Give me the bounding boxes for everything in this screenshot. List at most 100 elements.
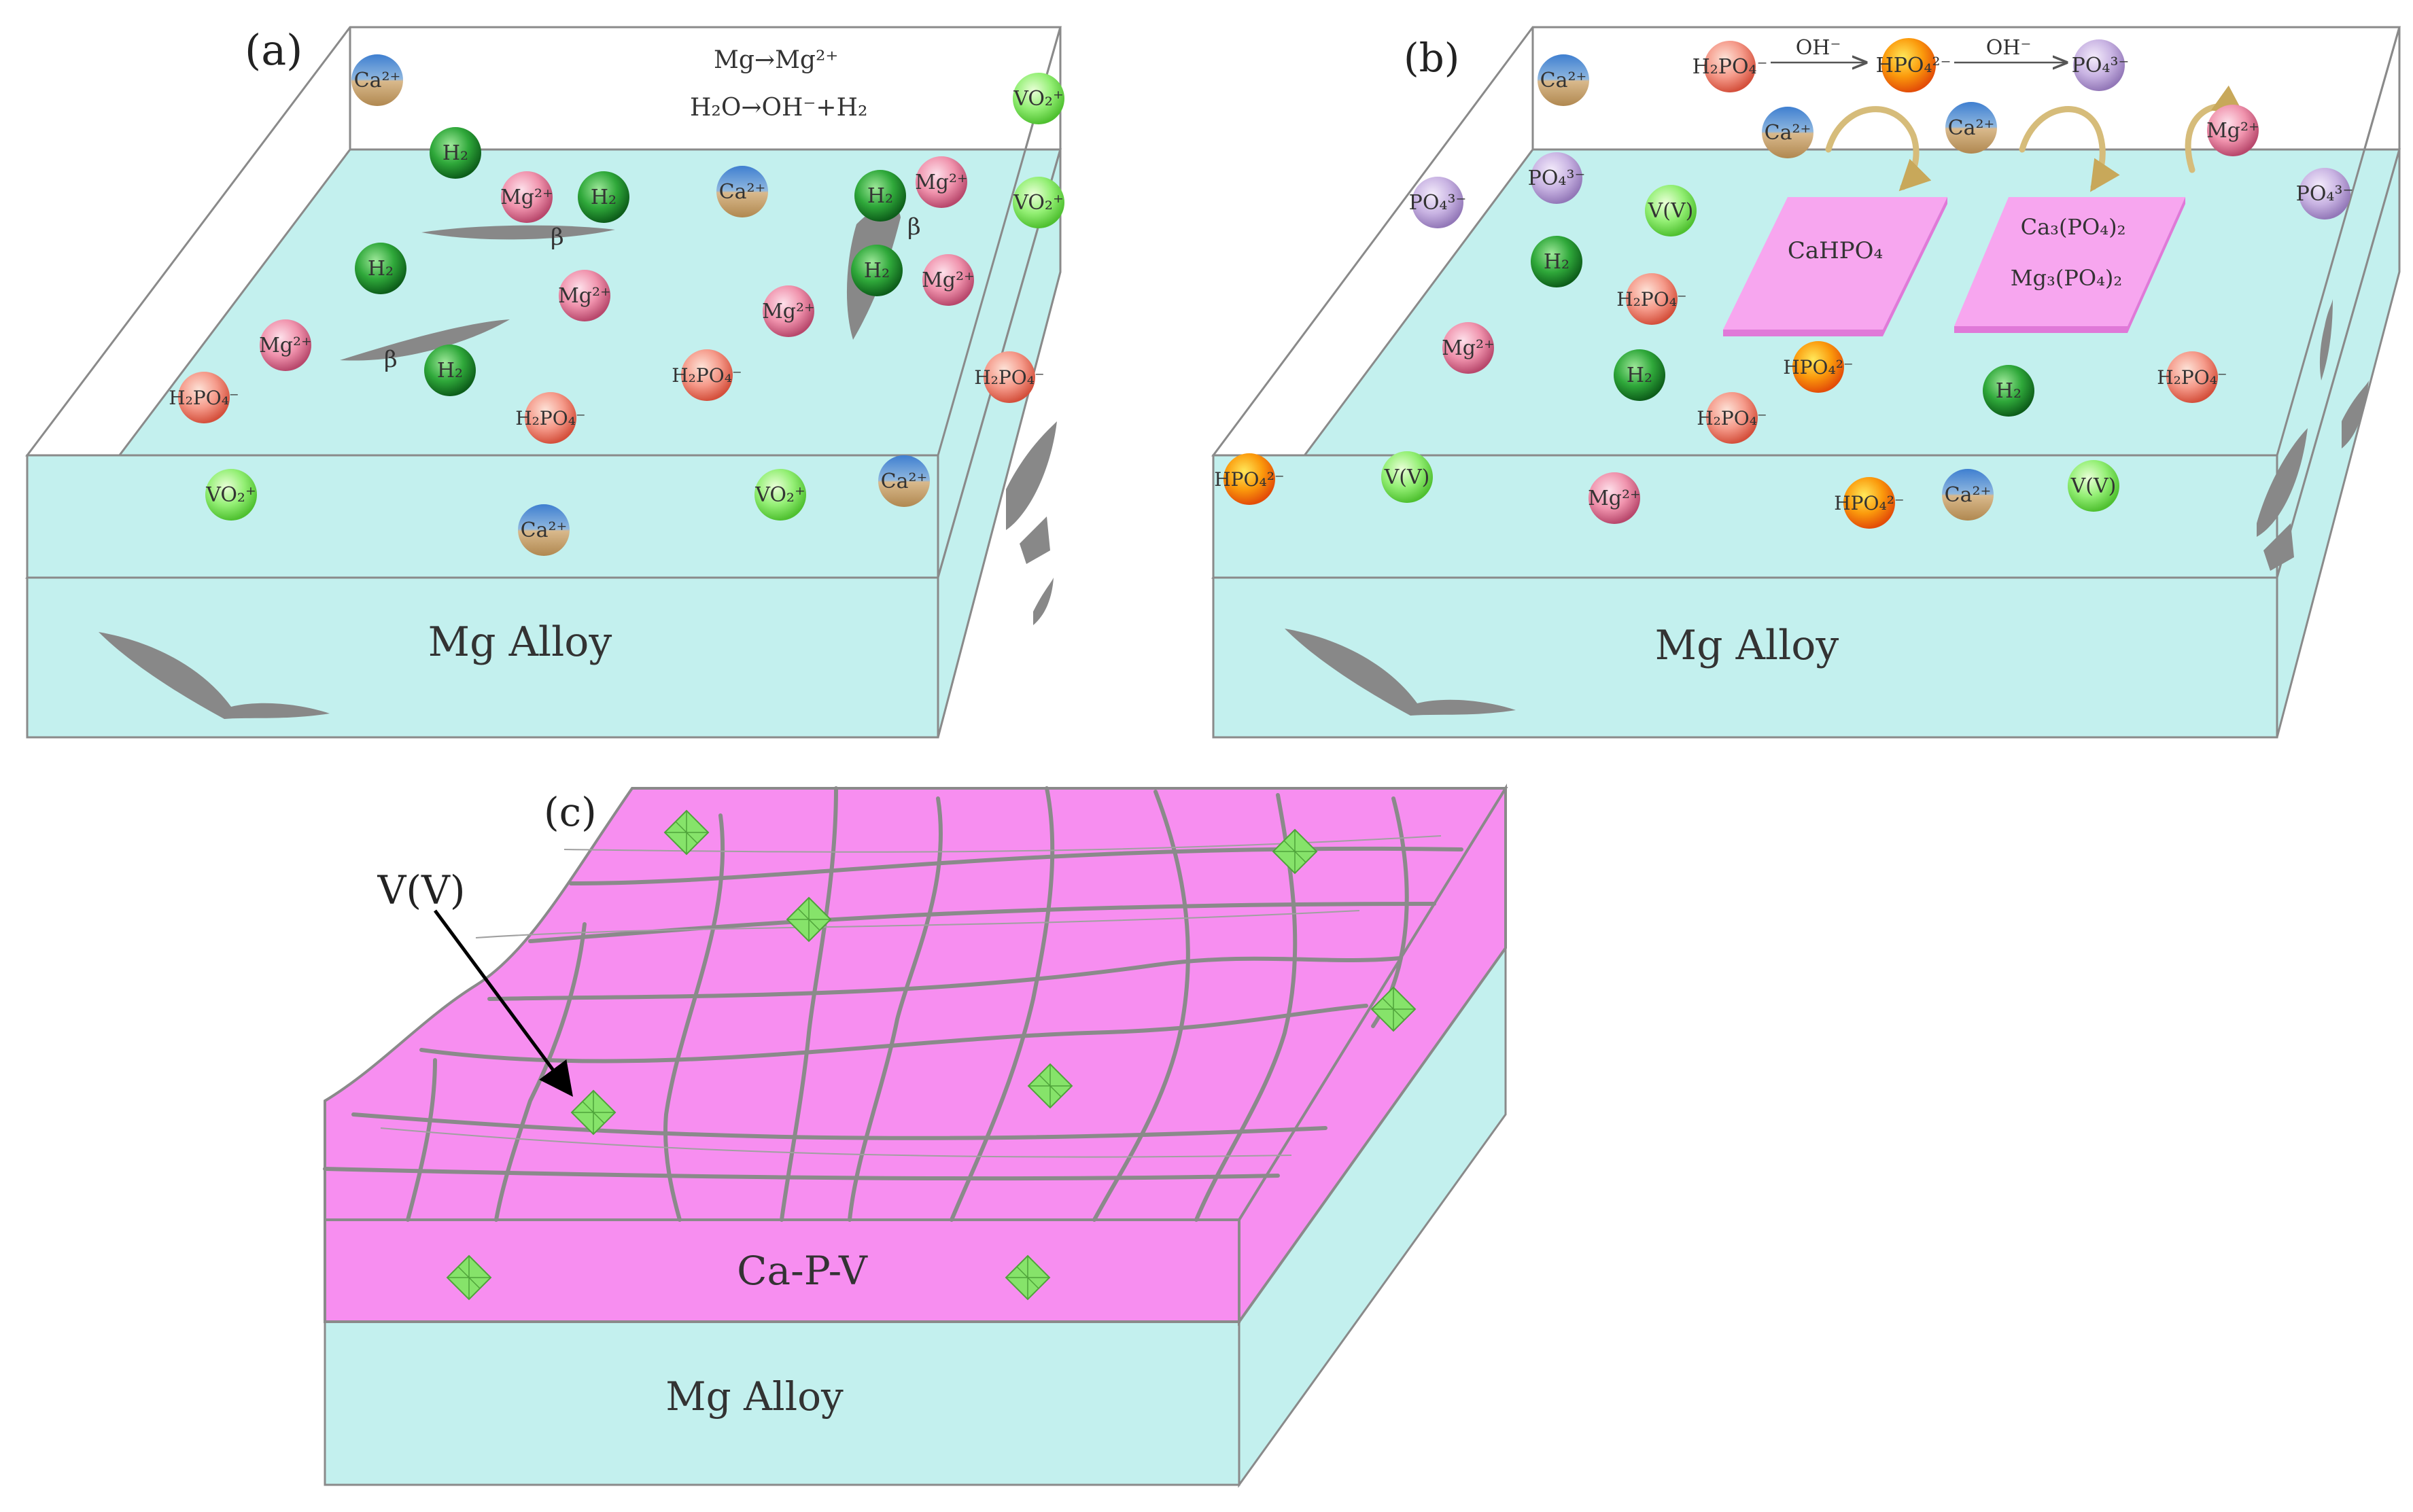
magnesium-ion-ball [922,254,974,306]
beta-label-a3: β [907,213,921,241]
hydrogen-sphere: H₂ [851,245,903,296]
vanadium-ion-sphere: V(V) [1381,451,1433,503]
plate-label-ca3po4: Ca₃(PO₄)₂ [2021,214,2126,240]
vanadium-ion-ball [1645,185,1697,236]
dihydrogen-phosphate-ion-label: H₂PO₄⁻ [2157,366,2227,389]
phosphate-ion-ball [1412,177,1463,228]
vanadium-crystal-icon [570,1089,617,1136]
dihydrogen-phosphate-ion-sphere: H₂PO₄⁻ [974,351,1045,403]
hydrogen-phosphate-ion-sphere: HPO₄²⁻ [1214,453,1285,505]
reaction-equation-a1: Mg→Mg²⁺ [714,46,838,74]
dihydrogen-phosphate-ion-ball [681,349,733,401]
solution-front-a [26,454,939,579]
vanadium-ion-sphere: V(V) [1645,185,1697,236]
magnesium-ion-label: Mg²⁺ [922,268,975,292]
calcium-ion-sphere: Ca²⁺ [1945,102,1997,154]
dihydrogen-phosphate-ion-label: H₂PO₄⁻ [1616,288,1686,311]
hydrogen-ball [1614,349,1665,401]
panel-a-label: (a) [245,25,302,75]
calcium-ion-label: Ca²⁺ [1540,69,1587,92]
magnesium-ion-ball [916,156,967,208]
vanadium-crystal-icon [446,1254,492,1301]
calcium-ion-sphere: Ca²⁺ [716,166,768,217]
alloy-label-c: Mg Alloy [665,1373,844,1420]
dihydrogen-phosphate-ion-label: H₂PO₄⁻ [1697,407,1767,429]
hydrogen-label: H₂ [1996,379,2021,403]
hydrogen-label: H₂ [867,184,893,208]
vanadium-ion-label: VO₂⁺ [1013,87,1064,111]
calcium-ion-label: Ca²⁺ [881,470,928,493]
magnesium-ion-label: Mg²⁺ [2206,119,2259,143]
hydrogen-ball [424,345,476,396]
dihydrogen-phosphate-ion-sphere: H₂PO₄⁻ [2157,351,2227,403]
magnesium-ion-sphere: Mg²⁺ [762,285,815,337]
hydrogen-sphere: H₂ [424,345,476,396]
hydrogen-phosphate-ion-ball [1843,477,1895,529]
reaction-equation-a2: H₂O→OH⁻+H₂ [690,94,867,122]
hydrogen-sphere: H₂ [1614,349,1665,401]
calcium-ion-sphere: Ca²⁺ [1538,54,1589,106]
dihydrogen-phosphate-ion-sphere: H₂PO₄⁻ [672,349,742,401]
layer-label-c: Ca-P-V [737,1248,868,1294]
ca3po4-mg3po4-plate: Ca₃(PO₄)₂ Mg₃(PO₄)₂ [1954,197,2185,333]
hydrogen-ball [854,170,906,222]
dihydrogen-phosphate-ion-sphere: H₂PO₄⁻ [169,372,239,423]
pointer-label-c: V(V) [377,867,465,913]
magnesium-ion-label: Mg²⁺ [259,334,312,357]
magnesium-ion-label: Mg²⁺ [1442,336,1495,360]
calcium-ion-ball [518,504,570,556]
dihydrogen-phosphate-ion-sphere: H₂PO₄⁻ [1697,392,1767,444]
beta-label-a2: β [384,346,398,373]
vanadium-crystals-c [446,809,1417,1301]
magnesium-ion-sphere: Mg²⁺ [259,319,312,371]
dihydrogen-phosphate-ion-sphere: H₂PO₄⁻ [1616,273,1687,325]
magnesium-ion-ball [1589,472,1640,524]
beta-phase-precipitates-a [99,205,1057,719]
magnesium-ion-sphere: Mg²⁺ [500,171,553,223]
dihydrogen-phosphate-ion-label: H₂PO₄⁻ [672,364,742,387]
alloy-front-b [1212,576,2278,739]
magnesium-ion-ball [559,270,610,321]
vanadium-ion-sphere: VO₂⁺ [205,469,257,521]
calcium-ion-sphere: Ca²⁺ [1942,469,1994,521]
pointer-arrow-c [433,909,573,1097]
hydrogen-label: H₂ [591,186,617,209]
calcium-ion-sphere: Ca²⁺ [518,504,570,556]
vanadium-ion-ball [1381,451,1433,503]
dihydrogen-phosphate-ion-sphere: H₂PO₄⁻ [515,392,586,444]
hydrogen-label: H₂ [442,141,468,165]
phosphate-reaction-chain: H₂PO₄⁻ OH⁻ HPO₄²⁻ OH⁻ PO₄³⁻ [1692,36,2129,92]
vanadium-crystal-icon [1005,1254,1051,1301]
vanadium-ion-label: V(V) [2070,474,2117,498]
vanadium-ion-sphere: V(V) [2068,460,2119,512]
calcium-ion-sphere: Ca²⁺ [1762,107,1813,158]
magnesium-ion-label: Mg²⁺ [1588,487,1641,510]
calcium-ion-ball [1538,54,1589,106]
vanadium-crystal-icon [1272,828,1318,875]
precipitates-b [1285,299,2369,716]
calcium-ion-ball [1942,469,1994,521]
hydrogen-sphere: H₂ [854,170,906,222]
hydrogen-ball [578,171,629,223]
phosphate-ion-label: PO₄³⁻ [2296,182,2354,206]
alloy-side-b [2276,149,2401,738]
magnesium-ion-sphere: Mg²⁺ [922,254,975,306]
magnesium-ion-sphere: Mg²⁺ [915,156,968,208]
phosphate-ion-sphere: PO₄³⁻ [1528,152,1585,204]
hydrogen-phosphate-ion-label: HPO₄²⁻ [1783,356,1853,379]
hydrogen-sphere: H₂ [1983,365,2034,417]
dihydrogen-phosphate-ion-label: H₂PO₄⁻ [169,387,239,409]
hydrogen-phosphate-ion-label: HPO₄²⁻ [1214,468,1284,491]
hydrogen-label: H₂ [368,257,394,281]
calcium-ion-ball [351,54,403,106]
phosphate-ion-ball [1531,152,1582,204]
calcium-ion-ball [716,166,768,217]
phosphate-ion-sphere: PO₄³⁻ [2296,168,2354,219]
calcium-ion-label: Ca²⁺ [1765,121,1811,145]
hydrogen-sphere: H₂ [430,127,481,179]
vanadium-ion-sphere: VO₂⁺ [1013,177,1064,228]
panel-a: β β β (a) Mg→Mg²⁺ H₂O→OH⁻+H₂ Mg Alloy Ca… [24,25,1064,739]
magnesium-ion-sphere: Mg²⁺ [1442,322,1495,374]
calcium-ion-sphere: Ca²⁺ [351,54,403,106]
